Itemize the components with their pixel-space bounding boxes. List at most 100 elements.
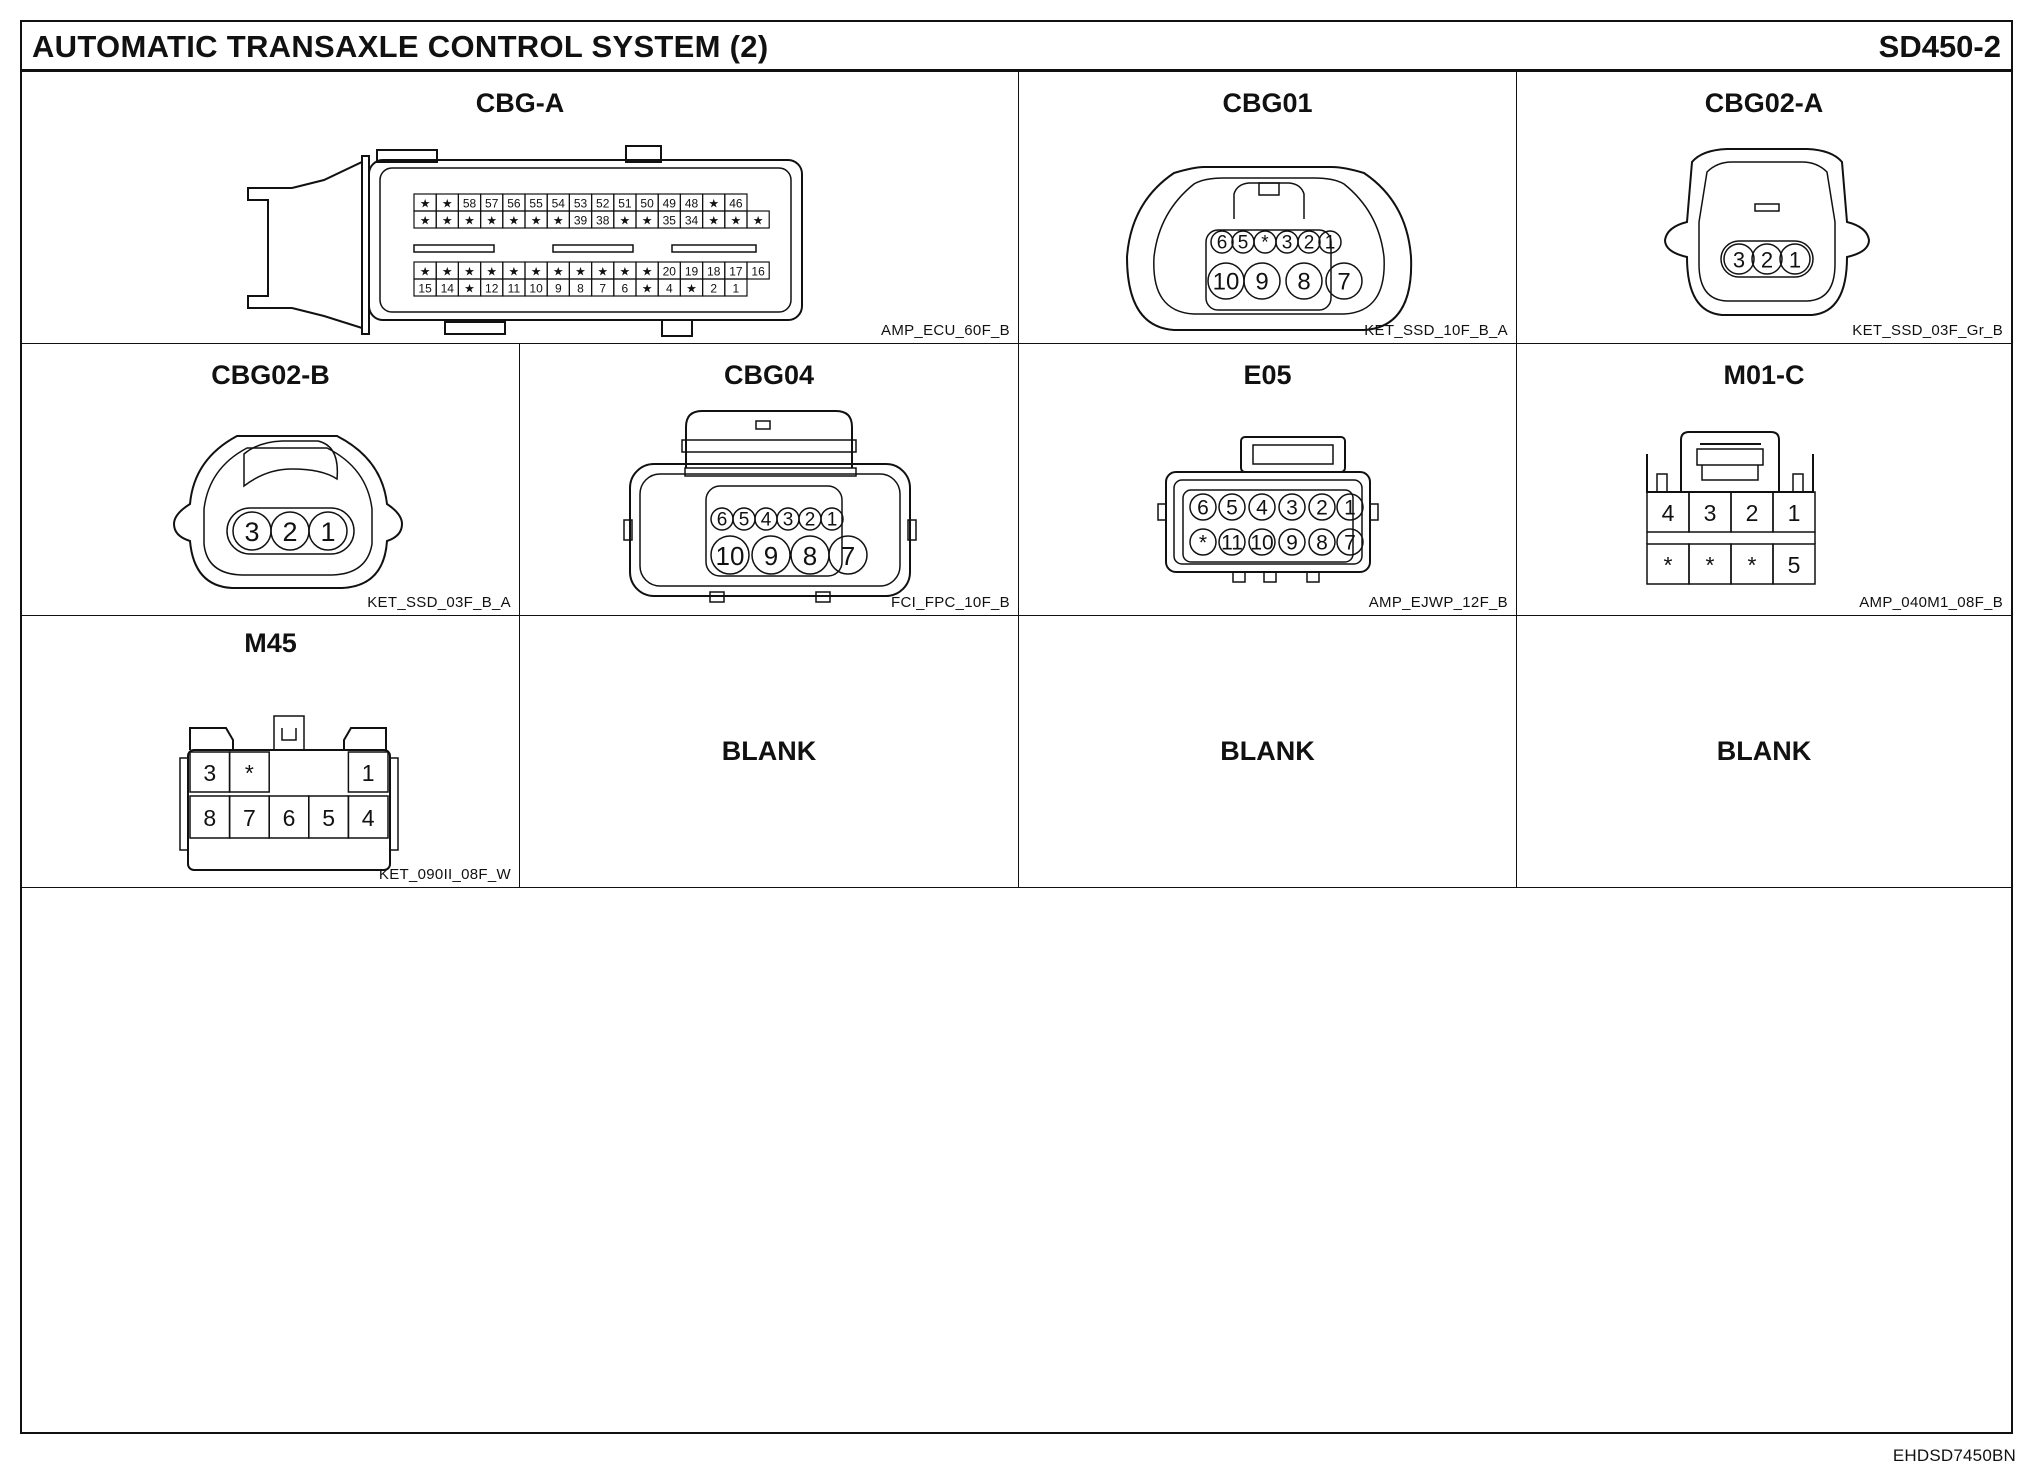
pin-label: 9 [764,541,778,571]
pin-label: 17 [729,265,743,279]
pin-label: 1 [320,517,335,547]
key-slot [413,244,495,253]
housing-inner-outline [379,167,792,313]
housing-outline [189,727,387,750]
pin-label: 6 [1217,233,1228,254]
pin-label: 3 [1733,248,1745,273]
clip-outline [444,321,506,335]
connector-name: CBG-A [475,88,565,118]
pin-cell [746,210,770,229]
connector-name: CBG02-B [211,360,330,390]
pin-label: 5 [322,805,335,831]
pin-label: 19 [685,265,699,279]
pin-label: 8 [1297,269,1310,296]
clip-outline [625,145,662,163]
pin-circle [1278,528,1306,556]
pin-circle [1723,243,1755,275]
pin-label: 5 [739,510,750,531]
connector-type: KET_SSD_10F_B_A [1364,322,1508,339]
pin-label: 49 [663,197,677,211]
pin-cell [228,751,270,793]
pin-circle [710,535,750,575]
pin-label: 2 [1304,233,1315,254]
pin-label: ★ [486,214,497,228]
pin-label: 4 [362,805,375,831]
pin-label: 34 [685,214,699,228]
bottom-tab [1263,571,1277,583]
pin-label: 56 [507,197,521,211]
pin-circle [1336,528,1364,556]
connector-name: CBG04 [723,360,815,390]
latch-outline [681,439,857,453]
pin-label: ★ [464,265,475,279]
pin-label: ★ [642,265,653,279]
pin-label: 1 [733,282,740,296]
pin-label: 3 [1704,500,1717,526]
pin-label: 10 [1250,532,1273,555]
pin-label: 8 [803,541,817,571]
pin-circle [1318,230,1342,254]
pin-label: 4 [1256,497,1268,520]
pin-label: ★ [464,282,475,296]
connector-type: KET_090II_08F_W [378,866,511,883]
pin-label: 3 [1282,233,1293,254]
connector-name: E05 [1243,360,1292,390]
connector-name: M01-C [1723,360,1805,390]
latch-outline [1233,182,1305,219]
side-tab [1792,473,1804,492]
pin-label: 8 [203,805,216,831]
pin-cell [724,278,748,297]
bottom-tab [1232,571,1246,583]
pin-cell [347,751,389,793]
pin-label: 7 [599,282,606,296]
pin-label: 11 [508,282,521,296]
pin-label: 10 [529,282,543,296]
pin-circle [751,535,791,575]
pin-label: 15 [418,282,432,296]
latch-outline [1258,182,1280,196]
housing-inner-outline [1698,161,1836,302]
pin-label: 38 [596,214,610,228]
pin-label: 4 [761,510,772,531]
pin-label: ★ [731,214,742,228]
pin-label: 18 [707,265,721,279]
pin-label: 1 [1788,500,1801,526]
pin-label: 6 [283,805,296,831]
latch-outline [1252,444,1334,465]
pin-label: 48 [685,197,699,211]
housing-outline [1663,148,1871,316]
pin-label: 53 [574,197,588,211]
connector-type: KET_SSD_03F_Gr_B [1852,322,2003,339]
cell-blank-2: BLANK [1019,616,1517,888]
housing-outline [368,159,803,321]
pin-label: 1 [1789,248,1801,273]
cavity-outline [705,485,843,577]
key-slot [755,420,771,430]
pin-label: ★ [620,265,631,279]
pin-label: ★ [442,214,453,228]
blank-label: BLANK [1220,736,1315,766]
cavity-outline [1205,229,1332,311]
latch-outline [273,715,305,750]
pin-circle [1285,262,1323,300]
latch-outline [243,440,339,488]
pin-label: ★ [531,214,542,228]
pin-label: 16 [751,265,765,279]
pin-label: 8 [1316,532,1328,555]
pin-label: 2 [710,282,717,296]
connector-type: AMP_040M1_08F_B [1859,594,2003,611]
pin-label: 50 [640,197,654,211]
pin-label: 10 [1213,269,1240,296]
connector-type: KET_SSD_03F_B_A [367,594,511,611]
pin-label: ★ [642,282,653,296]
pin-label: ★ [531,265,542,279]
pin-circle [1243,262,1281,300]
cell-blank-1: BLANK [520,616,1019,888]
